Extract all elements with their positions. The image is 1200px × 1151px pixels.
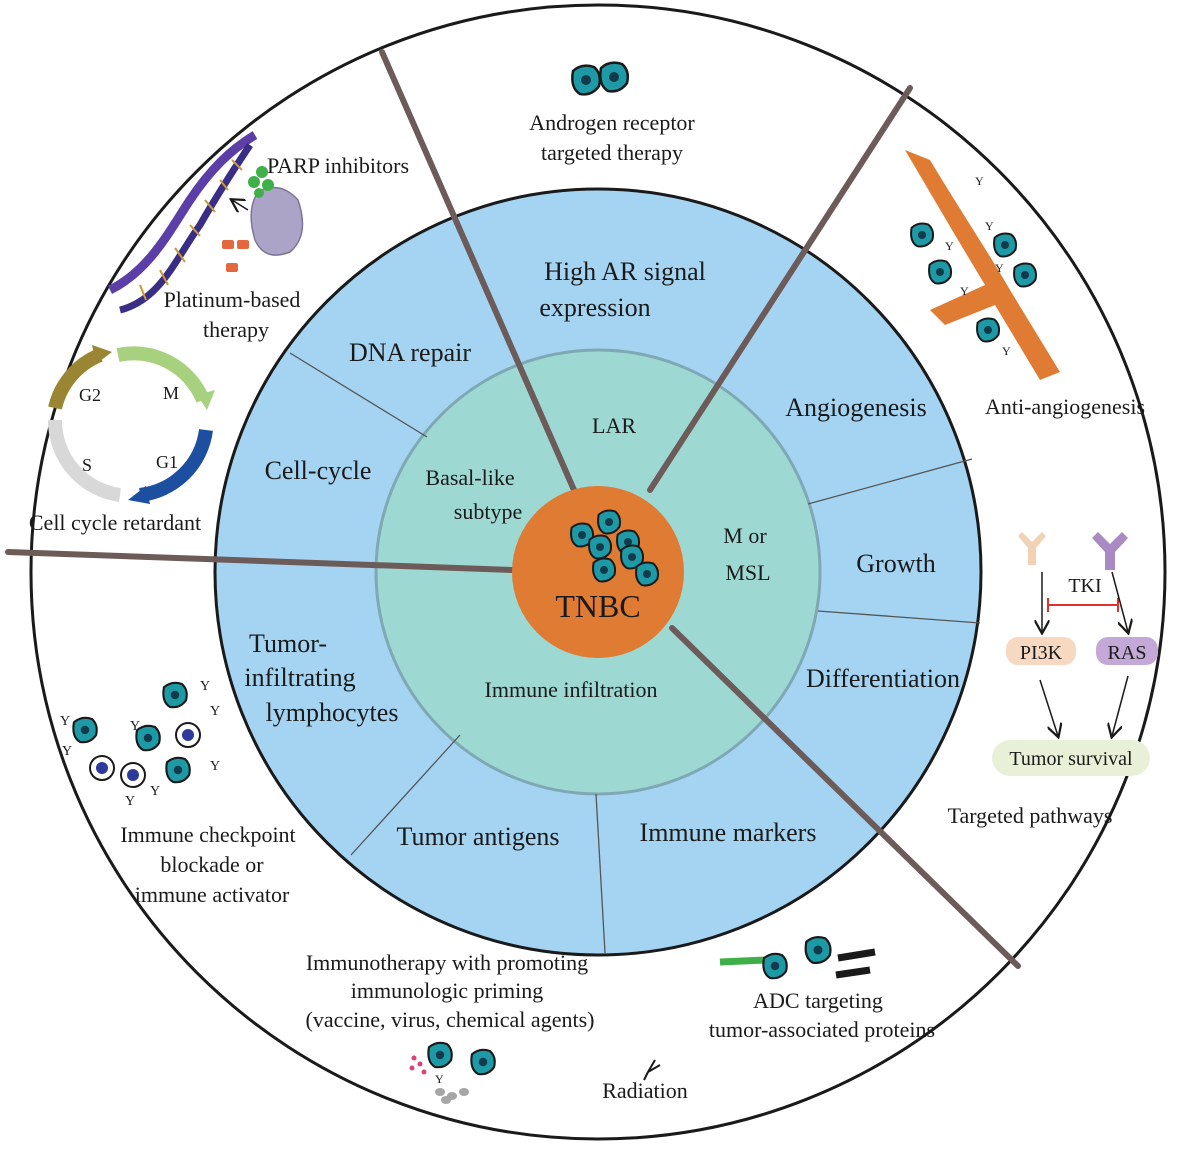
svg-text:Y: Y: [945, 239, 954, 253]
svg-text:Y: Y: [60, 714, 70, 729]
therapy-targeted-pathways: Targeted pathways: [948, 803, 1113, 828]
pathway-pi3k: PI3K: [1020, 642, 1063, 664]
svg-text:Y: Y: [62, 744, 72, 759]
immune-cells-illustration: Y Y Y Y Y Y Y Y: [60, 679, 220, 809]
thick-dividers: [5, 49, 1021, 969]
phase-g1: G1: [156, 452, 178, 472]
svg-text:Y: Y: [210, 704, 220, 719]
phase-m: M: [163, 383, 179, 403]
svg-text:Y: Y: [1002, 344, 1011, 358]
therapy-checkpoint-line2: blockade or: [160, 852, 264, 877]
therapy-immuno-line1: Immunotherapy with promoting: [306, 950, 588, 975]
therapy-parp: PARP inhibitors: [267, 153, 409, 178]
subtype-basal-line2: subtype: [454, 499, 522, 524]
therapy-checkpoint-line3: immune activator: [135, 882, 290, 907]
therapy-ar-line2: targeted therapy: [541, 140, 683, 165]
pathway-tumor-survival: Tumor survival: [1009, 748, 1133, 770]
therapy-checkpoint-line1: Immune checkpoint: [120, 822, 295, 847]
therapy-anti-angiogenesis: Anti-angiogenesis: [985, 394, 1145, 419]
therapy-adc-line1: ADC targeting: [753, 988, 883, 1013]
svg-text:Y: Y: [435, 1072, 444, 1086]
feature-angiogenesis: Angiogenesis: [785, 393, 927, 422]
therapy-adc-line2: tumor-associated proteins: [709, 1017, 935, 1042]
feature-growth: Growth: [856, 549, 935, 578]
thin-dividers: [289, 352, 981, 954]
pathway-ras: RAS: [1108, 642, 1147, 664]
svg-text:Y: Y: [200, 679, 210, 694]
blood-vessel-illustration: Y Y Y Y Y Y: [905, 150, 1060, 380]
feature-tumor-antigens: Tumor antigens: [397, 822, 560, 851]
feature-immune-markers: Immune markers: [640, 818, 817, 847]
dna-helix-illustration: [107, 131, 304, 314]
feature-cell-cycle: Cell-cycle: [265, 456, 372, 485]
feature-til-line1: Tumor-: [249, 629, 327, 658]
cell-cycle-wheel-illustration: [47, 345, 215, 504]
svg-text:Y: Y: [125, 794, 135, 809]
adc-illustration: [719, 935, 876, 980]
therapy-radiation: Radiation: [602, 1078, 688, 1103]
feature-ar-line2: expression: [539, 293, 650, 322]
feature-til-line2: infiltrating: [244, 663, 355, 692]
svg-text:Y: Y: [960, 284, 969, 298]
subtype-m-line2: MSL: [725, 560, 770, 585]
feature-til-line3: lymphocytes: [266, 698, 399, 727]
pathway-tki: TKI: [1068, 575, 1101, 597]
svg-text:Y: Y: [210, 759, 220, 774]
therapy-immuno-line2: immunologic priming: [351, 978, 544, 1003]
subtype-lar: LAR: [592, 413, 636, 438]
feature-dna-repair: DNA repair: [349, 338, 471, 367]
therapy-cell-cycle: Cell cycle retardant: [29, 510, 201, 535]
feature-differentiation: Differentiation: [806, 664, 960, 693]
phase-s: S: [82, 455, 92, 475]
therapy-platinum-line2: therapy: [203, 317, 269, 342]
subtype-basal-line1: Basal-like: [425, 465, 514, 490]
svg-text:Y: Y: [130, 719, 140, 734]
svg-text:Y: Y: [975, 174, 984, 188]
tnbc-label: TNBC: [555, 588, 640, 624]
radiation-icon: [643, 1059, 661, 1081]
subtype-m-line1: M or: [723, 523, 767, 548]
subtype-immune: Immune infiltration: [485, 677, 658, 702]
svg-text:Y: Y: [985, 219, 994, 233]
svg-text:Y: Y: [995, 261, 1004, 275]
svg-text:Y: Y: [150, 784, 160, 799]
feature-ar-line1: High AR signal: [544, 257, 706, 286]
phase-g2: G2: [79, 385, 101, 405]
therapy-ar-line1: Androgen receptor: [529, 110, 695, 135]
priming-illustration: Y: [409, 1041, 496, 1104]
targeted-pathway-illustration: [992, 532, 1158, 776]
therapy-platinum-line1: Platinum-based: [164, 287, 301, 312]
therapy-immuno-line3: (vaccine, virus, chemical agents): [306, 1007, 595, 1032]
